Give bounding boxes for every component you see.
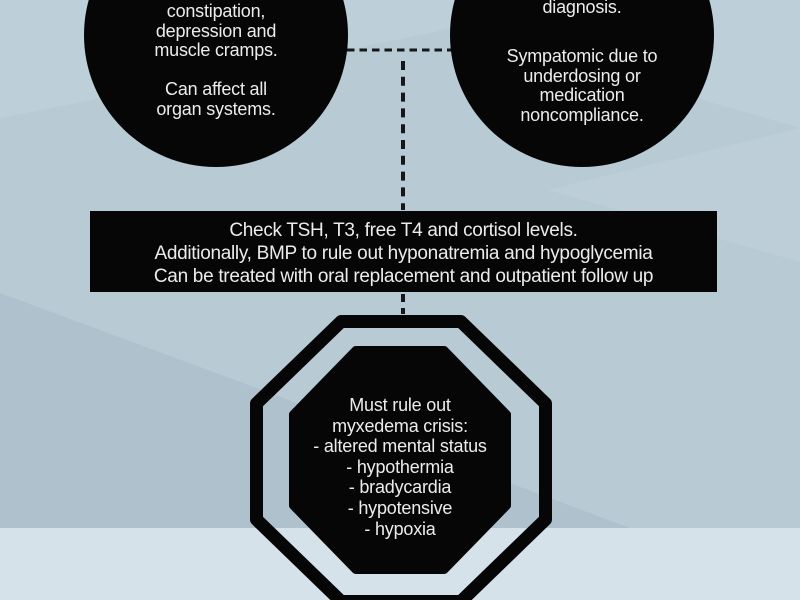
workup-line: Check TSH, T3, free T4 and cortisol leve… [229, 220, 578, 241]
warning-line: - hypoxia [364, 518, 436, 539]
workup-box-text: Check TSH, T3, free T4 and cortisol leve… [90, 219, 717, 289]
workup-box-shape [90, 211, 717, 292]
symptoms-line: organ systems. [156, 98, 276, 119]
workup-line: Can be treated with oral replacement and… [153, 266, 654, 288]
symptoms-circle-text: constipation, depression and muscle cram… [84, 1, 348, 119]
warning-line: - hypothermia [346, 456, 454, 477]
diagnosis-line: medication [539, 85, 625, 105]
warning-octagon-fill-icon [289, 346, 511, 574]
symptoms-line: muscle cramps. [154, 40, 278, 60]
symptoms-line: depression and [155, 20, 277, 41]
diagnosis-line: Sympatomic due to [506, 46, 658, 66]
diagnosis-line: noncompliance. [520, 104, 644, 125]
warning-line: - hypotensive [347, 497, 453, 518]
symptoms-line: Can affect all [165, 79, 267, 99]
warning-line: - altered mental status [313, 436, 487, 457]
warning-line: - bradycardia [348, 477, 452, 498]
diagnosis-line: underdosing or [523, 65, 641, 86]
diagnosis-circle-text: diagnosis. Sympatomic due to underdosing… [450, 0, 714, 125]
warning-line: myxedema crisis: [332, 415, 468, 436]
warning-octagon-outline-icon [250, 315, 552, 600]
symptoms-line: constipation, [166, 1, 266, 21]
symptoms-circle-shape [84, 0, 348, 167]
diagnosis-circle-shape [450, 0, 714, 167]
workup-line: Additionally, BMP to rule out hyponatrem… [154, 243, 653, 265]
diagnosis-line: diagnosis. [542, 0, 622, 17]
warning-octagon-text: Must rule out myxedema crisis: - altered… [268, 395, 532, 539]
warning-line: Must rule out [349, 395, 451, 415]
facet-right-light [548, 128, 800, 262]
